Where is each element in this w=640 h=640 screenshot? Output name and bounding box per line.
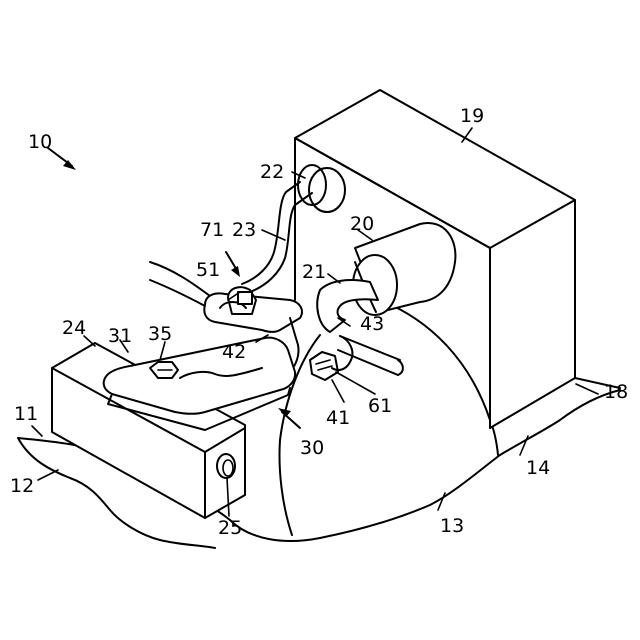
ref-22: 22 <box>260 161 284 183</box>
ref-35: 35 <box>148 323 172 345</box>
ref-19: 19 <box>460 105 484 127</box>
ref-20: 20 <box>350 213 374 235</box>
ref-25: 25 <box>218 517 242 539</box>
ref-30: 30 <box>300 437 324 459</box>
ref-31: 31 <box>108 325 132 347</box>
ref-18: 18 <box>604 381 628 403</box>
ref-24: 24 <box>62 317 86 339</box>
clip-61 <box>310 352 338 380</box>
ref-12: 12 <box>10 475 34 497</box>
arrow-71 <box>226 252 240 277</box>
ref-23: 23 <box>232 219 256 241</box>
arrow-10 <box>48 148 76 170</box>
ref-61: 61 <box>368 395 392 417</box>
ref-14: 14 <box>526 457 550 479</box>
ref-51: 51 <box>196 259 220 281</box>
ref-71: 71 <box>200 219 224 241</box>
ref-21: 21 <box>302 261 326 283</box>
wire-left-lower <box>150 280 205 306</box>
arrow-30 <box>278 408 300 428</box>
ref-13: 13 <box>440 515 464 537</box>
shaft-end <box>398 360 403 375</box>
clamp-bolt <box>238 292 252 304</box>
ref-41: 41 <box>326 407 350 429</box>
ref-43: 43 <box>360 313 384 335</box>
ref-11: 11 <box>14 403 38 425</box>
ref-10: 10 <box>28 131 52 153</box>
ref-42: 42 <box>222 341 246 363</box>
curved-boss <box>380 300 498 455</box>
